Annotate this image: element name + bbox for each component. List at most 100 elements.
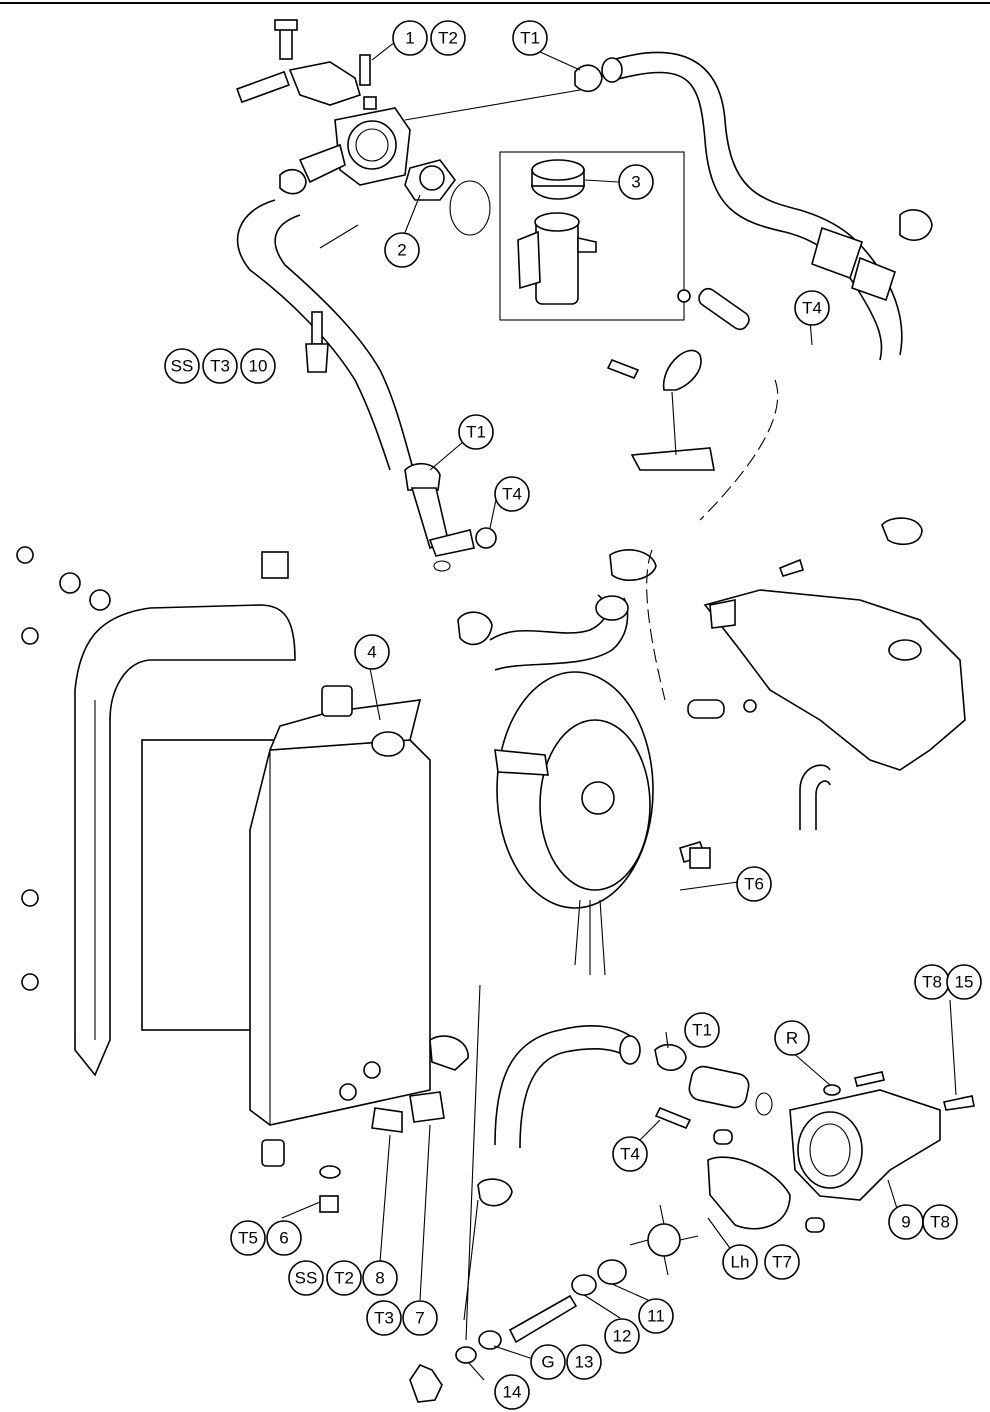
callout-text: G [541,1353,554,1372]
callout-text: T8 [930,1213,950,1232]
filler-neck-frame [499,151,685,321]
overflow-hose [799,764,831,830]
callout-text: 8 [375,1269,384,1288]
callout-text: 15 [955,973,974,992]
callout-c17b: 6 [266,1220,302,1256]
water-pump-body [789,1089,941,1201]
reservoir-tank [703,517,966,771]
callout-c14: T4 [612,1136,648,1172]
callout-circle [354,634,390,670]
callout-circle [494,1374,530,1410]
callout-text: T5 [238,1229,258,1248]
callout-circle [618,164,654,200]
callout-circle [764,1244,800,1280]
thermostat-housing [236,19,411,186]
fan-switch-7 [409,1091,445,1123]
callout-circle [392,20,428,56]
pump-bolt [854,1071,885,1087]
filler-neck [517,212,597,305]
drain-bolt-6 [319,1195,339,1213]
callout-circle [266,1220,302,1256]
callout-c1: 1 [392,20,428,56]
callout-text: T4 [802,299,822,318]
bracket-clamp [630,349,715,471]
dowel-pin-1 [713,1129,733,1145]
callout-c20: 12 [604,1318,640,1354]
mech-seal-11 [597,1259,627,1285]
breather-hose [698,287,750,331]
temp-sender-10 [305,311,329,373]
pump-gasket [707,1156,791,1230]
callout-text: R [786,1029,798,1048]
pump-bolt-15 [943,1095,975,1111]
callout-c3: 3 [618,164,654,200]
callout-circle [326,1260,362,1296]
hose-clamp-right [899,209,933,241]
callout-c21: 11 [638,1298,674,1334]
callout-c19: T3 [366,1300,402,1336]
callout-c13: R [774,1020,810,1056]
callout-text: T4 [620,1145,640,1164]
o-ring-thermostat [449,180,491,236]
callout-c19b: 7 [402,1300,438,1336]
hose-clamp-t1-lower [654,1043,687,1071]
callout-circle [922,1204,958,1240]
callout-circle [512,20,548,56]
callout-text: T7 [772,1253,792,1272]
filler-cap [531,159,585,200]
callout-c17: T5 [230,1220,266,1256]
callout-text: SS [295,1269,318,1288]
hose-clamp-mid [609,549,657,582]
callout-circle [384,232,420,268]
callout-c5: T4 [794,290,830,326]
breather-hose-route [646,549,666,701]
pump-shaft [508,1294,578,1344]
callout-text: T3 [374,1309,394,1328]
speed-nut [261,551,289,579]
pump-impeller [629,1204,699,1276]
callout-circle [946,964,982,1000]
bolt-filler [606,358,640,380]
callout-text: 2 [397,241,406,260]
callout-text: 1 [405,29,414,48]
callout-circle [612,1136,648,1172]
callout-circle [202,348,238,384]
callout-c15: 9 [888,1204,924,1240]
callout-c16b: T7 [764,1244,800,1280]
callout-c23: 14 [494,1374,530,1410]
callout-text: T3 [210,357,230,376]
callout-circle [494,476,530,512]
callout-circle [736,866,772,902]
callout-circle [566,1344,602,1380]
callout-c22b: 13 [566,1344,602,1380]
dowel-pin-2 [805,1217,825,1233]
callout-circle [230,1220,266,1256]
upper-radiator-hose [601,51,903,361]
callout-text: 7 [415,1309,424,1328]
callout-c12: T1 [684,1012,720,1048]
callout-text: T6 [744,875,764,894]
callout-text: T8 [922,973,942,992]
callout-c15b: T8 [922,1204,958,1240]
callout-text: 13 [575,1353,594,1372]
callout-circle [402,1300,438,1336]
hose-fitting-elbow [404,462,497,572]
callout-c6: SS [164,348,200,384]
radiator-inlet-hose [489,594,629,671]
thermostat [404,159,456,201]
shroud-screws [16,546,111,991]
hose-clamp-t1-top [574,64,603,93]
callout-c6b: T3 [202,348,238,384]
washer-r [823,1084,841,1096]
hose-clamp-lower [477,1178,513,1207]
callout-c8: T4 [494,476,530,512]
callout-c11b: 15 [946,964,982,1000]
bolt-t4-pump [654,1106,692,1130]
callout-text: Lh [731,1253,750,1272]
callout-text: T1 [466,423,486,442]
callout-circle [638,1298,674,1334]
callout-text: 12 [613,1327,632,1346]
reservoir-hose-short [687,699,725,719]
callout-circle [774,1020,810,1056]
bypass-hose [236,199,413,471]
